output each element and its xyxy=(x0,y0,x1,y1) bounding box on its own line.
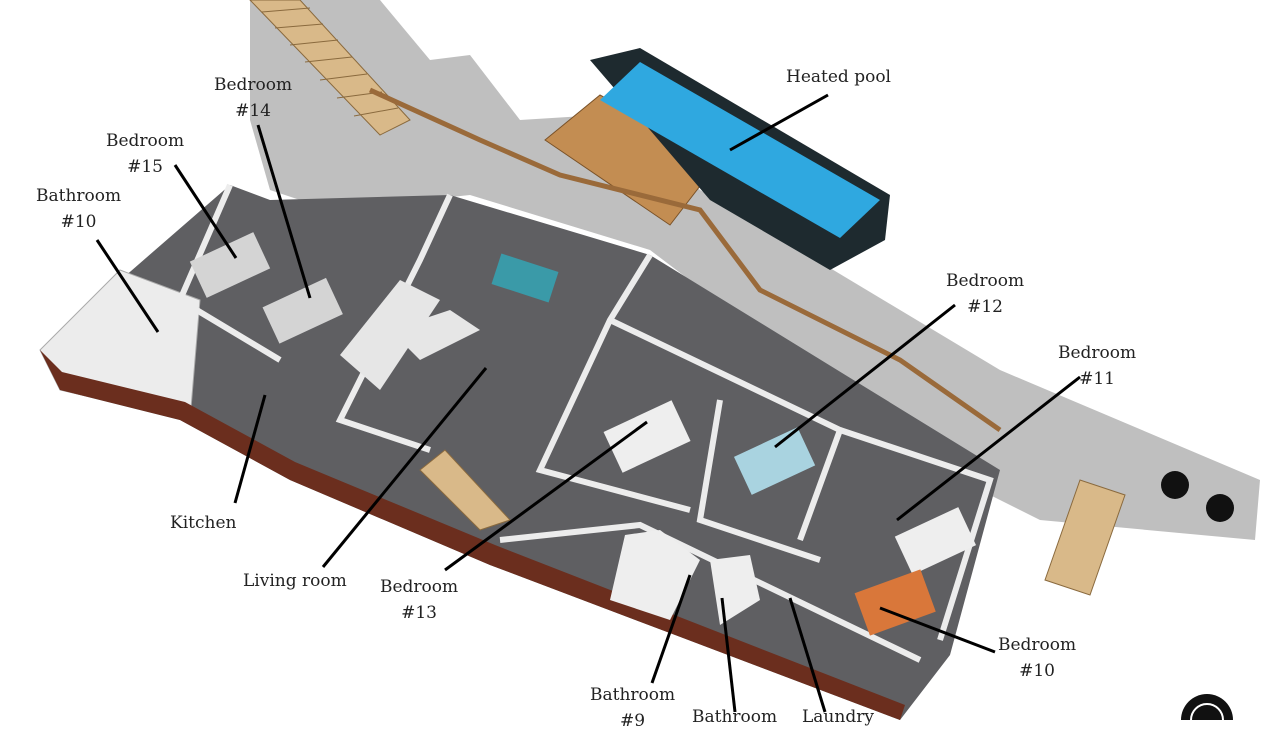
leader-living-room xyxy=(321,367,488,568)
label-living-room: Living room xyxy=(243,571,347,591)
label-bedroom-13: Bedroom #13 xyxy=(380,577,459,623)
leader-bathroom-10 xyxy=(95,239,160,333)
label-bathroom-partial: Bathroom xyxy=(692,707,778,727)
dock-stairs xyxy=(1044,479,1126,596)
label-bedroom-12: Bedroom #12 xyxy=(946,271,1025,317)
label-kitchen: Kitchen xyxy=(170,513,237,533)
lower-stairs xyxy=(419,449,511,531)
leader-bedroom-11 xyxy=(896,375,1081,522)
leader-bathroom-partial xyxy=(720,597,737,713)
label-bedroom-11: Bedroom #11 xyxy=(1058,343,1137,389)
label-bedroom-10: Bedroom #10 xyxy=(998,635,1077,681)
label-heated-pool: Heated pool xyxy=(786,67,891,87)
label-bedroom-15: Bedroom #15 xyxy=(106,131,185,177)
label-bedroom-14: Bedroom #14 xyxy=(214,75,293,121)
pool-table xyxy=(491,253,559,303)
bed-15 xyxy=(189,232,271,298)
leader-kitchen xyxy=(233,394,267,504)
leader-bathroom-9 xyxy=(650,574,692,684)
leader-heated-pool xyxy=(729,93,829,152)
leader-bedroom-15 xyxy=(173,164,238,259)
bed-11 xyxy=(894,507,977,575)
leader-bedroom-10 xyxy=(879,606,996,654)
leader-bedroom-13 xyxy=(444,420,648,572)
bed-10 xyxy=(854,569,936,636)
brand-logo-icon xyxy=(1181,694,1233,720)
planter-1 xyxy=(1161,471,1189,499)
label-laundry: Laundry xyxy=(802,707,874,727)
bed-14 xyxy=(262,277,343,344)
living-sofa xyxy=(340,280,440,390)
pool-water xyxy=(600,62,880,238)
sectional-sofa xyxy=(390,310,480,360)
label-bathroom-10: Bathroom #10 xyxy=(36,186,122,232)
bathroom-9-area xyxy=(610,530,700,620)
leader-bedroom-14 xyxy=(256,124,312,299)
top-stairs xyxy=(249,0,411,136)
label-bathroom-9: Bathroom #9 xyxy=(590,685,676,731)
leader-laundry xyxy=(788,597,827,713)
planter-2 xyxy=(1206,494,1234,522)
bed-13 xyxy=(603,400,691,473)
leader-bedroom-12 xyxy=(774,303,956,449)
brick-foundation xyxy=(40,350,905,720)
deck-railing xyxy=(368,87,1002,433)
bed-12 xyxy=(733,427,816,495)
terrace-area xyxy=(250,0,1260,540)
